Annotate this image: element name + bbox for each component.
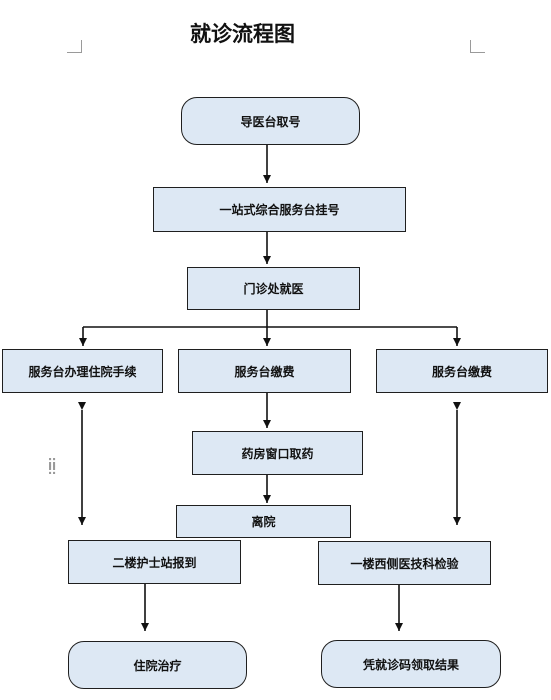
node-hospitalization: 住院治疗 bbox=[68, 641, 247, 689]
node-payment-desk-center: 服务台缴费 bbox=[178, 349, 351, 393]
node-payment-desk-right: 服务台缴费 bbox=[376, 349, 548, 393]
node-guide-desk: 导医台取号 bbox=[181, 97, 360, 145]
corner-mark-right bbox=[470, 40, 485, 53]
corner-mark-left bbox=[67, 40, 82, 53]
node-one-stop-desk: 一站式综合服务台挂号 bbox=[153, 187, 406, 232]
node-results: 凭就诊码领取结果 bbox=[321, 640, 501, 688]
node-pharmacy: 药房窗口取药 bbox=[192, 431, 363, 475]
node-medical-tech: 一楼西侧医技科检验 bbox=[318, 541, 491, 585]
drag-handle-icon[interactable]: ⠿⠿ bbox=[47, 457, 59, 479]
page-title: 就诊流程图 bbox=[190, 22, 295, 46]
node-nurse-station: 二楼护士站报到 bbox=[68, 540, 241, 584]
node-admission-desk: 服务台办理住院手续 bbox=[2, 349, 163, 393]
node-outpatient: 门诊处就医 bbox=[187, 267, 360, 310]
node-leave: 离院 bbox=[176, 505, 351, 538]
